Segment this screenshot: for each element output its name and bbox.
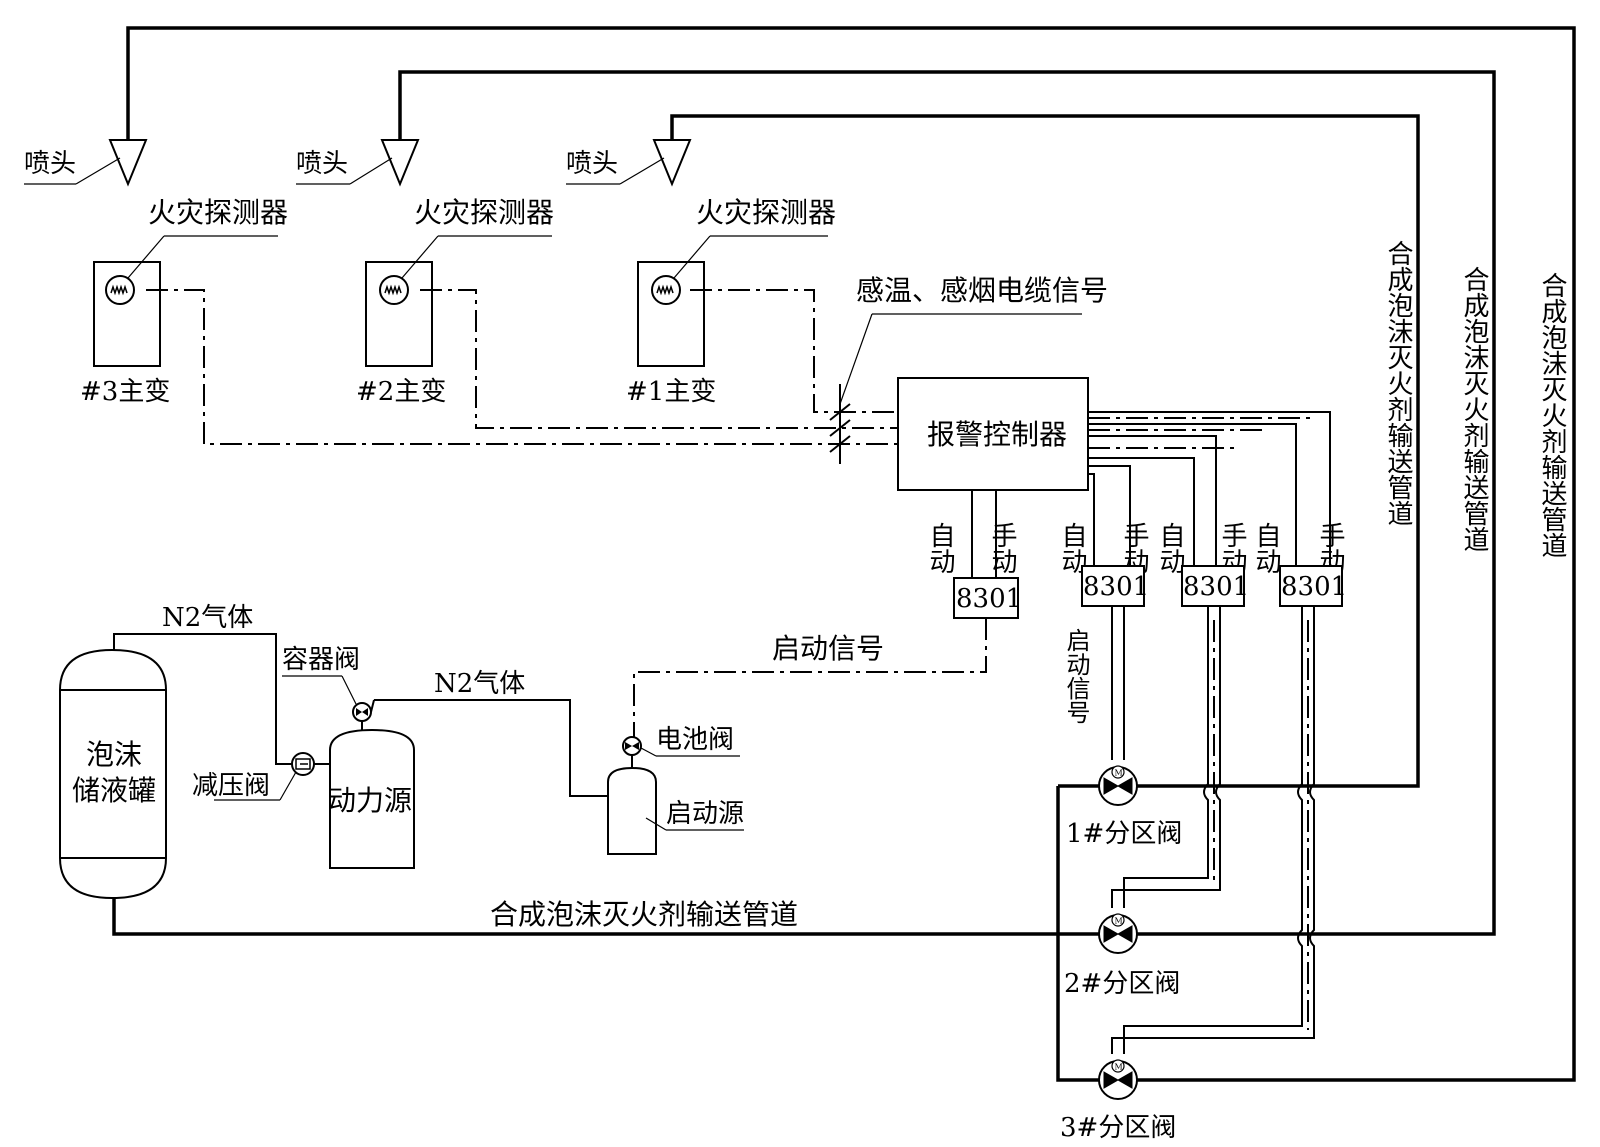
module-main: 8301 [953,577,1022,619]
main-pipeline-label: 合成泡沫灭火剂输送管道 [490,898,798,931]
transformer-label: #3主变 [80,377,170,407]
auto-label: 自动 [925,522,955,574]
module-label: 8301 [1183,572,1249,602]
controller-output-lines [971,411,1331,578]
svg-text:M: M [1115,917,1123,926]
nozzle-2: 喷头 [296,139,420,187]
start-source: 电池阀 启动源 [607,725,744,855]
module-label: 8301 [1281,572,1347,602]
foam-tank-label-line1: 泡沫 [86,738,142,771]
reducing-valve-label: 减压阀 [192,771,270,801]
module-label: 8301 [956,584,1022,614]
n2-gas-line-to-tank: N2气体 [113,603,292,765]
mode-labels-module-0: 自动 手动 [925,522,1017,574]
zone-valve-3: M 3#分区阀 [1060,1059,1176,1143]
transformer-3: 火灾探测器 #3主变 [80,196,288,407]
module-label: 8301 [1083,572,1149,602]
zone-valve-1: M 1#分区阀 [1066,765,1182,849]
zone-signal-lines: 启动信号 [1062,606,1315,1054]
n2-gas-line-to-power: N2气体 [374,669,608,797]
zone-valve-2: M 2#分区阀 [1064,913,1180,999]
pipeline-to-nozzle-3 [126,26,1576,1082]
module-zone-3: 8301 [1279,565,1347,607]
detector-signal-cables: 感温、感烟电缆信号 [146,274,1108,464]
nozzle-3: 喷头 [24,139,148,187]
zone-valve-label: 1#分区阀 [1066,819,1182,849]
detector-label: 火灾探测器 [696,196,836,229]
transformer-label: #2主变 [356,377,446,407]
detector-label: 火灾探测器 [414,196,554,229]
detector-label: 火灾探测器 [148,196,288,229]
module-zone-2: 8301 [1181,565,1249,607]
pipeline-label-vertical-2: 合成泡沫灭火剂输送管道 [1459,266,1489,552]
start-signal-label: 启动信号 [772,632,884,665]
pipeline-label-vertical-1: 合成泡沫灭火剂输送管道 [1383,240,1413,526]
auto-label: 自动 [1251,522,1281,574]
module-zone-1: 8301 [1081,565,1149,607]
n2-gas-label: N2气体 [434,669,525,699]
start-source-label: 启动源 [666,799,744,829]
manual-label: 手动 [987,522,1017,574]
container-valve-label: 容器阀 [282,645,360,675]
main-foam-pipeline: 合成泡沫灭火剂输送管道 [112,784,1100,1082]
svg-text:M: M [1115,1063,1123,1072]
battery-valve-label: 电池阀 [656,725,734,755]
transformer-label: #1主变 [626,377,716,407]
foam-storage-tank: 泡沫 储液罐 [59,648,167,900]
zone-valve-label: 3#分区阀 [1060,1113,1176,1143]
power-source-label: 动力源 [328,784,412,817]
zone-valve-label: 2#分区阀 [1064,969,1180,999]
start-signal-line: 启动信号 [633,618,987,738]
auto-label: 自动 [1155,522,1185,574]
controller-label: 报警控制器 [927,418,1067,451]
transformer-2: 火灾探测器 #2主变 [356,196,554,407]
nozzle-label: 喷头 [296,149,348,179]
nozzle-label: 喷头 [24,149,76,179]
pipeline-to-nozzle-1 [670,114,1420,788]
start-signal-vertical-label: 启动信号 [1062,628,1090,724]
transformer-1: 火灾探测器 #1主变 [626,196,836,407]
reducing-valve: 减压阀 [192,752,330,801]
pipeline-label-vertical-3: 合成泡沫灭火剂输送管道 [1537,272,1567,558]
n2-gas-label: N2气体 [162,603,253,633]
alarm-controller: 报警控制器 [897,377,1089,491]
power-source: 动力源 容器阀 [282,645,415,869]
cable-signal-label: 感温、感烟电缆信号 [856,274,1108,307]
nozzle-1: 喷头 [566,139,692,187]
mode-labels-module-1: 自动 手动 [1057,522,1149,574]
foam-tank-label-line2: 储液罐 [72,774,156,807]
svg-text:M: M [1115,769,1123,778]
pipeline-vertical-labels: 合成泡沫灭火剂输送管道 合成泡沫灭火剂输送管道 合成泡沫灭火剂输送管道 [1383,240,1567,558]
nozzle-label: 喷头 [566,149,618,179]
pipeline-to-nozzle-2 [398,70,1496,936]
